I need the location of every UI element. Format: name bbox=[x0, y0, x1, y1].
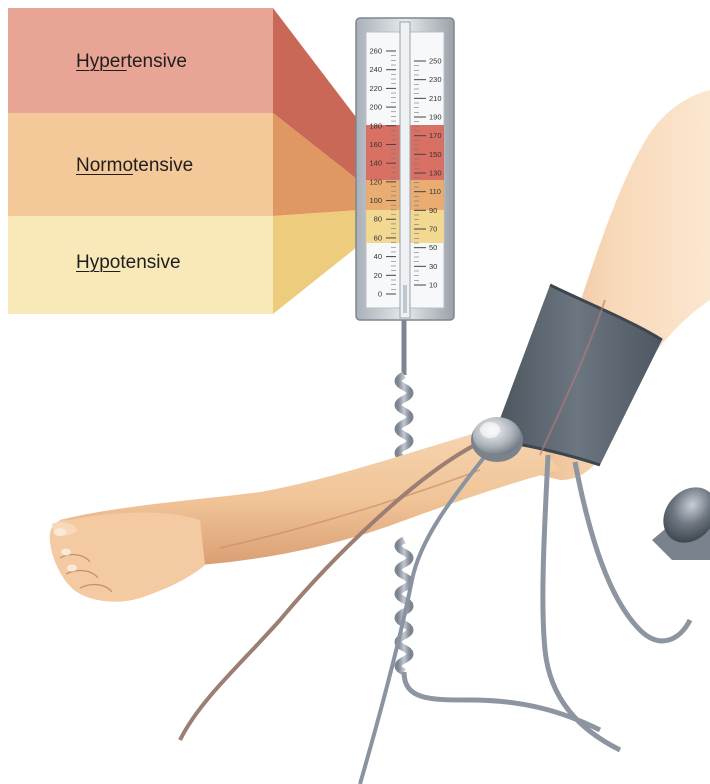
left-scale-label: 200 bbox=[369, 103, 382, 112]
band-label-hypotensive: Hypotensive bbox=[76, 252, 181, 274]
inflation-bulb bbox=[652, 477, 710, 560]
stethoscope-chest-piece bbox=[471, 417, 523, 462]
left-scale-label: 120 bbox=[369, 177, 382, 186]
band-suffix: tensive bbox=[127, 51, 187, 72]
right-scale-label: 110 bbox=[429, 187, 441, 196]
right-scale-label: 190 bbox=[429, 113, 442, 122]
band-label-normotensive: Normotensive bbox=[76, 155, 193, 177]
band-suffix: tensive bbox=[120, 252, 180, 273]
left-scale-label: 40 bbox=[374, 252, 382, 261]
right-scale-label: 30 bbox=[429, 262, 437, 271]
right-scale-label: 250 bbox=[429, 57, 442, 66]
left-scale-label: 260 bbox=[369, 47, 382, 56]
left-scale-label: 220 bbox=[369, 84, 382, 93]
left-scale-label: 180 bbox=[369, 121, 382, 130]
band-prefix-normo: Normo bbox=[76, 155, 133, 176]
band-label-hypertensive: Hypertensive bbox=[76, 51, 187, 73]
band-prefix-hyper: Hyper bbox=[76, 51, 127, 72]
right-scale-label: 90 bbox=[429, 206, 437, 215]
right-scale-label: 170 bbox=[429, 131, 442, 140]
left-scale-label: 140 bbox=[369, 159, 382, 168]
left-scale-label: 0 bbox=[378, 290, 382, 299]
right-scale-label: 230 bbox=[429, 75, 442, 84]
right-scale-label: 50 bbox=[429, 243, 437, 252]
right-scale-label: 210 bbox=[429, 94, 442, 103]
left-scale-label: 100 bbox=[369, 196, 382, 205]
left-scale-label: 60 bbox=[374, 233, 382, 242]
band-suffix: tensive bbox=[133, 155, 193, 176]
right-scale-label: 130 bbox=[429, 169, 442, 178]
left-scale-label: 80 bbox=[374, 215, 382, 224]
left-scale-label: 160 bbox=[369, 140, 382, 149]
left-scale-label: 240 bbox=[369, 65, 382, 74]
right-scale-label: 150 bbox=[429, 150, 442, 159]
hand bbox=[50, 513, 205, 602]
right-scale-label: 10 bbox=[429, 281, 437, 290]
left-scale-label: 20 bbox=[374, 271, 382, 280]
right-scale-label: 70 bbox=[429, 225, 437, 234]
band-prefix-hypo: Hypo bbox=[76, 252, 120, 273]
